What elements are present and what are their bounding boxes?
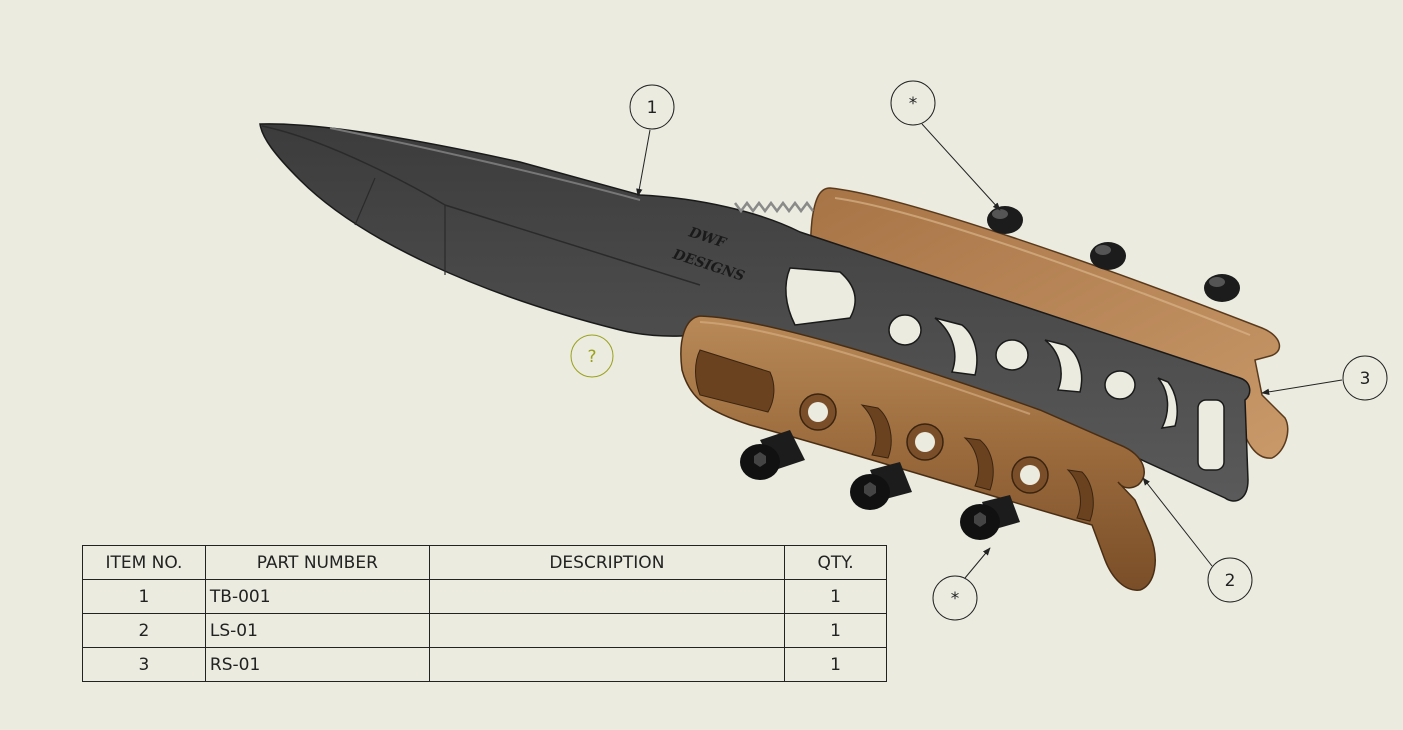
balloon-star-bottom-label: * xyxy=(951,589,960,609)
balloon-1-label: 1 xyxy=(647,98,658,118)
right-scale-screws xyxy=(987,206,1240,302)
balloon-unresolved-label: ? xyxy=(587,347,596,367)
bom-description xyxy=(428,647,786,682)
balloon-star-top-label: * xyxy=(909,94,918,114)
balloon-star-top[interactable]: * xyxy=(890,80,1001,211)
left-scale-part xyxy=(680,315,1156,591)
bom-header-item-no: ITEM NO. xyxy=(82,545,206,580)
table-row: 3 RS-01 1 xyxy=(82,647,887,682)
bom-description xyxy=(428,579,786,614)
bom-part-number: LS-01 xyxy=(204,613,430,648)
balloon-2[interactable]: 2 xyxy=(1142,477,1253,603)
bom-item-no: 3 xyxy=(82,647,206,682)
bom-header-qty: QTY. xyxy=(784,545,887,580)
bom-qty: 1 xyxy=(784,579,887,614)
bill-of-materials-table: ITEM NO. PART NUMBER DESCRIPTION QTY. 1 … xyxy=(82,545,887,682)
bom-part-number: TB-001 xyxy=(204,579,430,614)
bom-item-no: 1 xyxy=(82,579,206,614)
balloon-3[interactable]: 3 xyxy=(1261,355,1388,401)
balloon-3-label: 3 xyxy=(1360,369,1371,389)
balloon-star-bottom[interactable]: * xyxy=(932,547,991,621)
balloon-2-label: 2 xyxy=(1225,571,1236,591)
bom-qty: 1 xyxy=(784,613,887,648)
bom-header-row: ITEM NO. PART NUMBER DESCRIPTION QTY. xyxy=(82,545,887,580)
left-scale-screws xyxy=(740,430,1020,540)
table-row: 1 TB-001 1 xyxy=(82,579,887,614)
table-row: 2 LS-01 1 xyxy=(82,613,887,648)
bom-qty: 1 xyxy=(784,647,887,682)
balloon-unresolved[interactable]: ? xyxy=(570,334,614,378)
blade-part: DWF DESIGNS xyxy=(259,123,1251,502)
balloon-1[interactable]: 1 xyxy=(629,84,675,197)
bom-part-number: RS-01 xyxy=(204,647,430,682)
bom-header-description: DESCRIPTION xyxy=(428,545,786,580)
bom-header-part-number: PART NUMBER xyxy=(204,545,430,580)
bom-description xyxy=(428,613,786,648)
bom-item-no: 2 xyxy=(82,613,206,648)
